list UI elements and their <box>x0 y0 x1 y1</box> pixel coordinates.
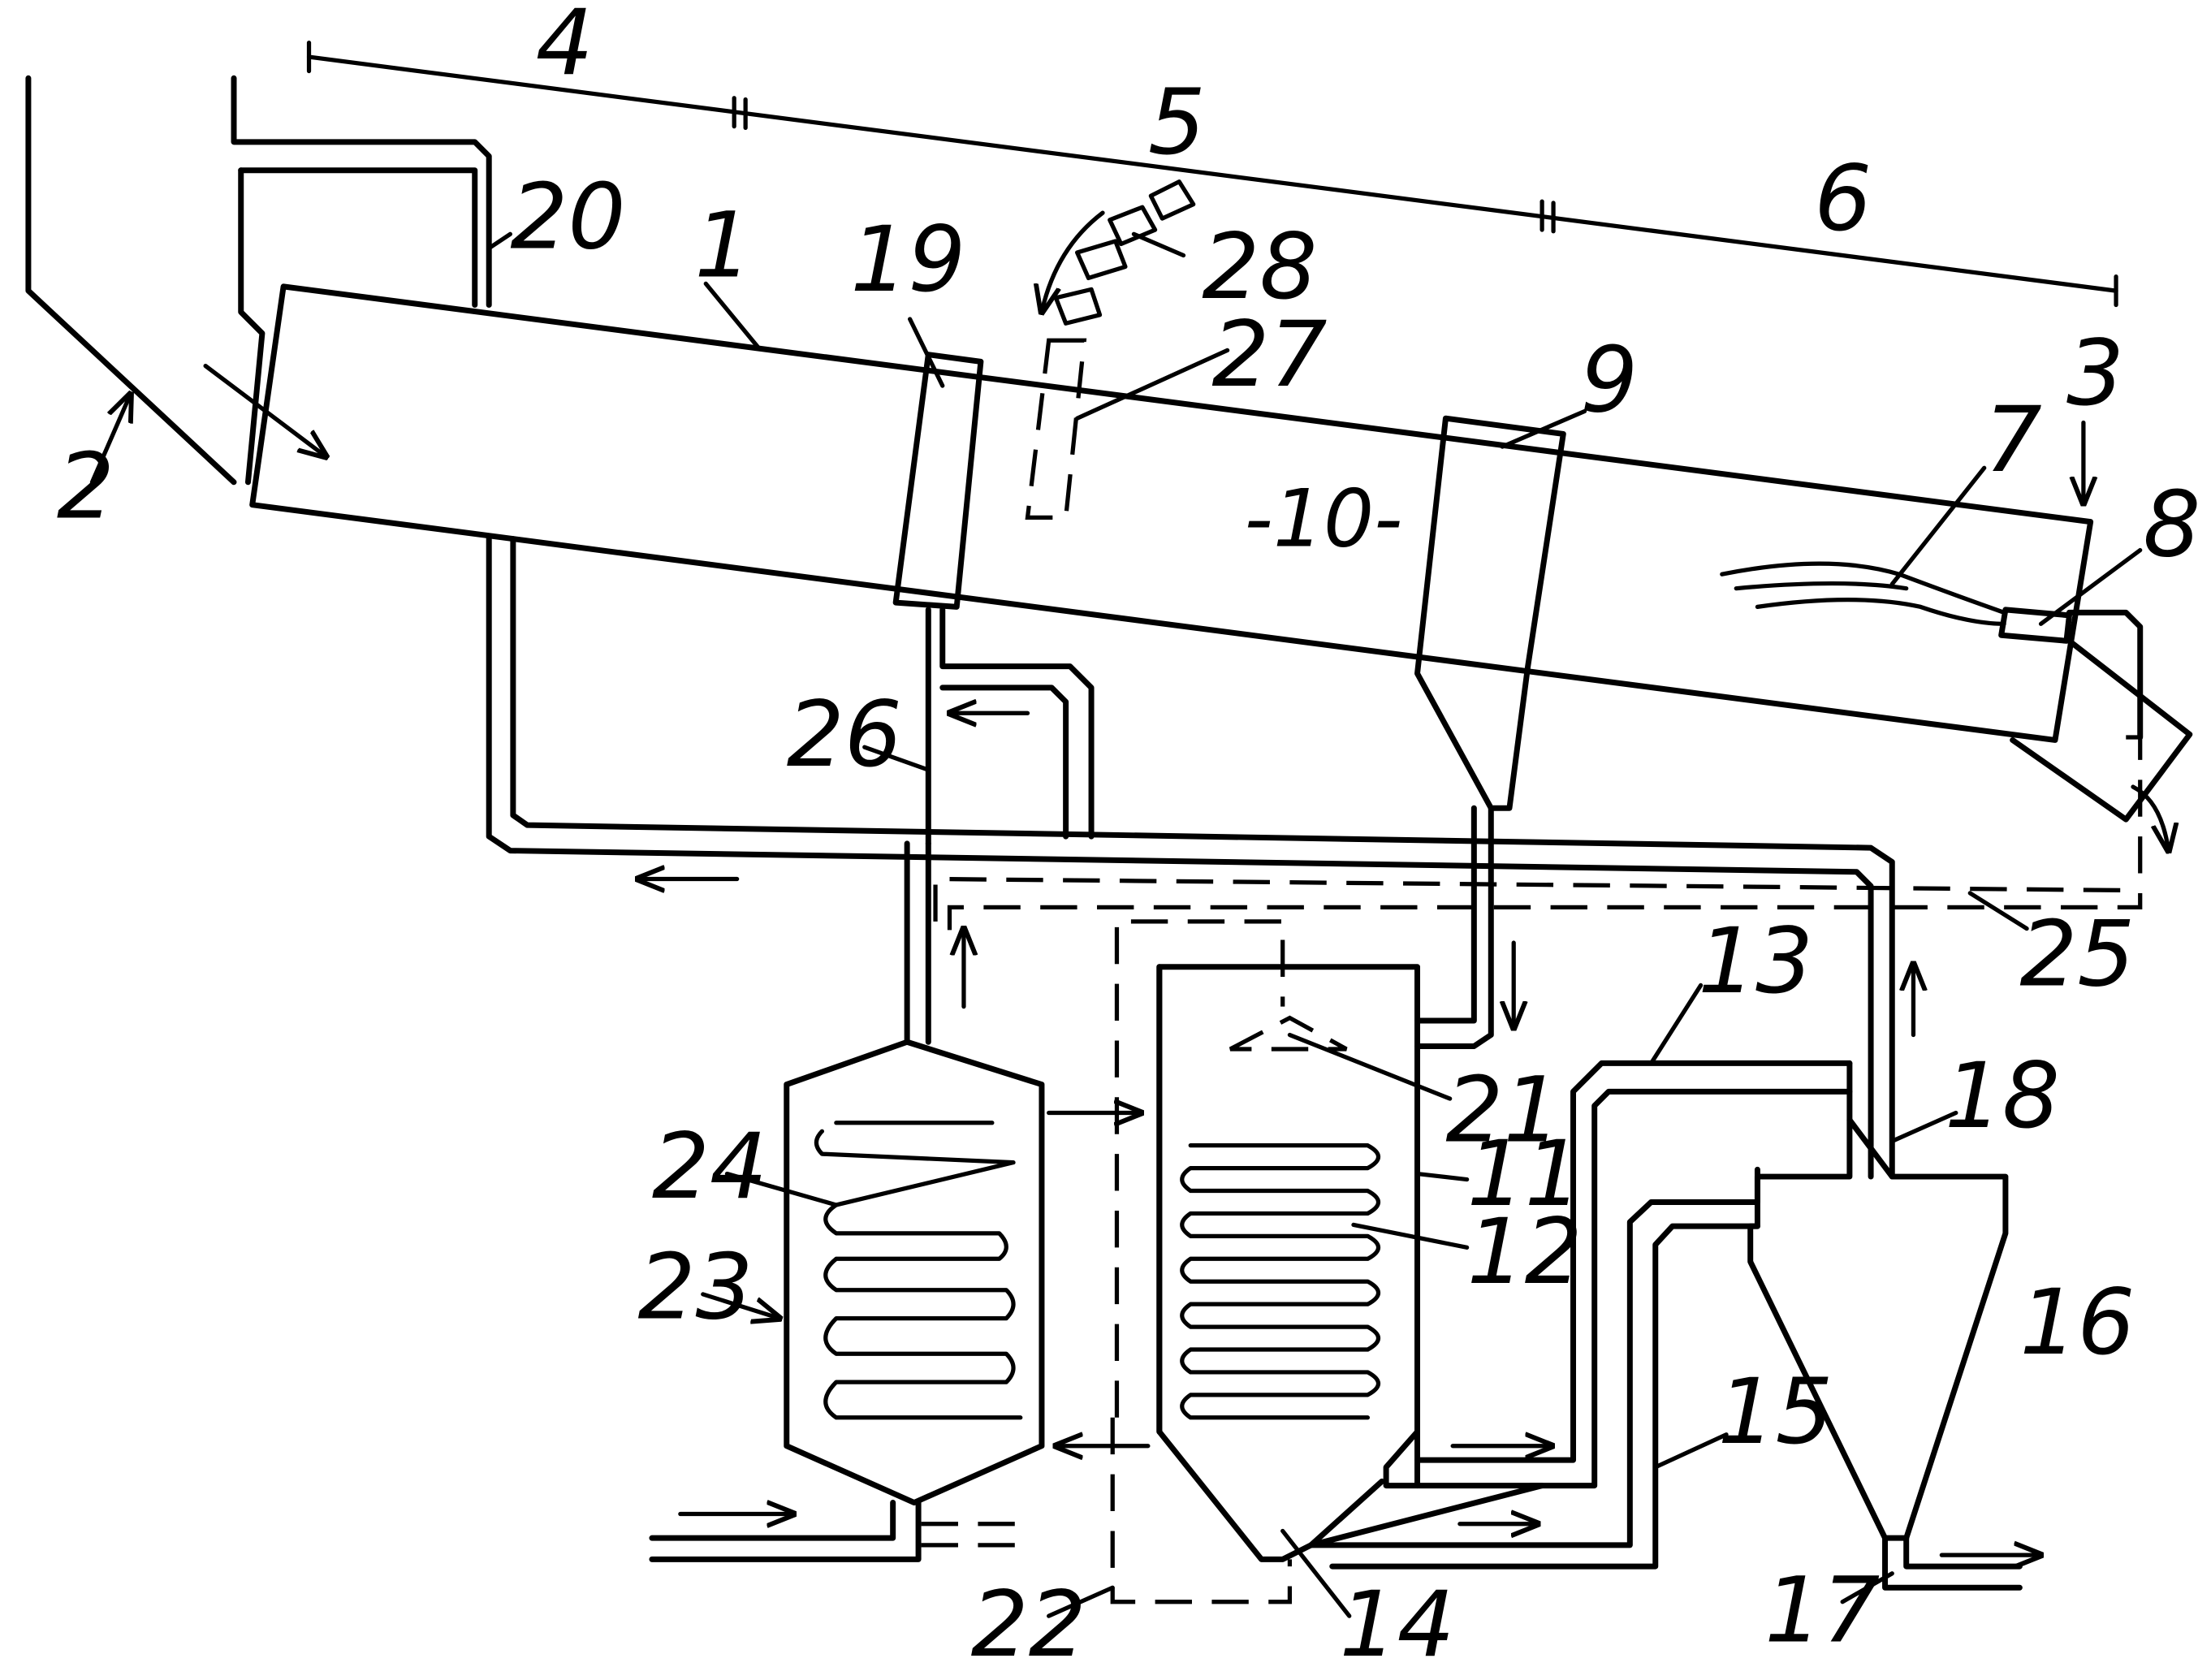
label-26: 26 <box>787 682 902 788</box>
label-15: 15 <box>1718 1359 1833 1465</box>
label-10: -10- <box>1245 473 1403 565</box>
feed-chute <box>28 78 489 482</box>
label-16: 16 <box>2019 1270 2135 1376</box>
labels: 1 2 3 4 5 6 7 8 9 -10- 11 12 13 14 15 16… <box>57 0 2200 1678</box>
label-21: 21 <box>1445 1057 1561 1163</box>
label-7: 7 <box>1984 387 2042 493</box>
label-17: 17 <box>1764 1558 1880 1664</box>
label-18: 18 <box>1945 1043 2060 1149</box>
label-9: 9 <box>1580 327 1638 433</box>
arrows-misc <box>949 713 1514 1028</box>
label-2: 2 <box>57 434 114 539</box>
label-1: 1 <box>694 193 752 299</box>
label-12: 12 <box>1467 1199 1583 1305</box>
gas-duct-20 <box>489 539 1913 1177</box>
label-5: 5 <box>1148 70 1206 175</box>
label-14: 14 <box>1340 1572 1455 1678</box>
ring-9 <box>1418 418 1564 1046</box>
label-8: 8 <box>2143 473 2200 578</box>
label-24: 24 <box>652 1114 767 1220</box>
label-19: 19 <box>850 207 965 313</box>
label-4: 4 <box>536 0 594 96</box>
label-13: 13 <box>1698 909 1813 1014</box>
rotary-kiln <box>253 287 2091 741</box>
label-22: 22 <box>971 1572 1086 1678</box>
cyclone-16 <box>1751 1120 2041 1587</box>
label-20: 20 <box>510 165 625 270</box>
feeder-27 <box>1027 340 1084 517</box>
label-6: 6 <box>1814 146 1872 252</box>
label-28: 28 <box>1202 214 1317 320</box>
label-23: 23 <box>637 1235 753 1341</box>
label-3: 3 <box>2066 321 2124 426</box>
label-25: 25 <box>2019 901 2135 1007</box>
cubes-28 <box>1042 182 1194 324</box>
